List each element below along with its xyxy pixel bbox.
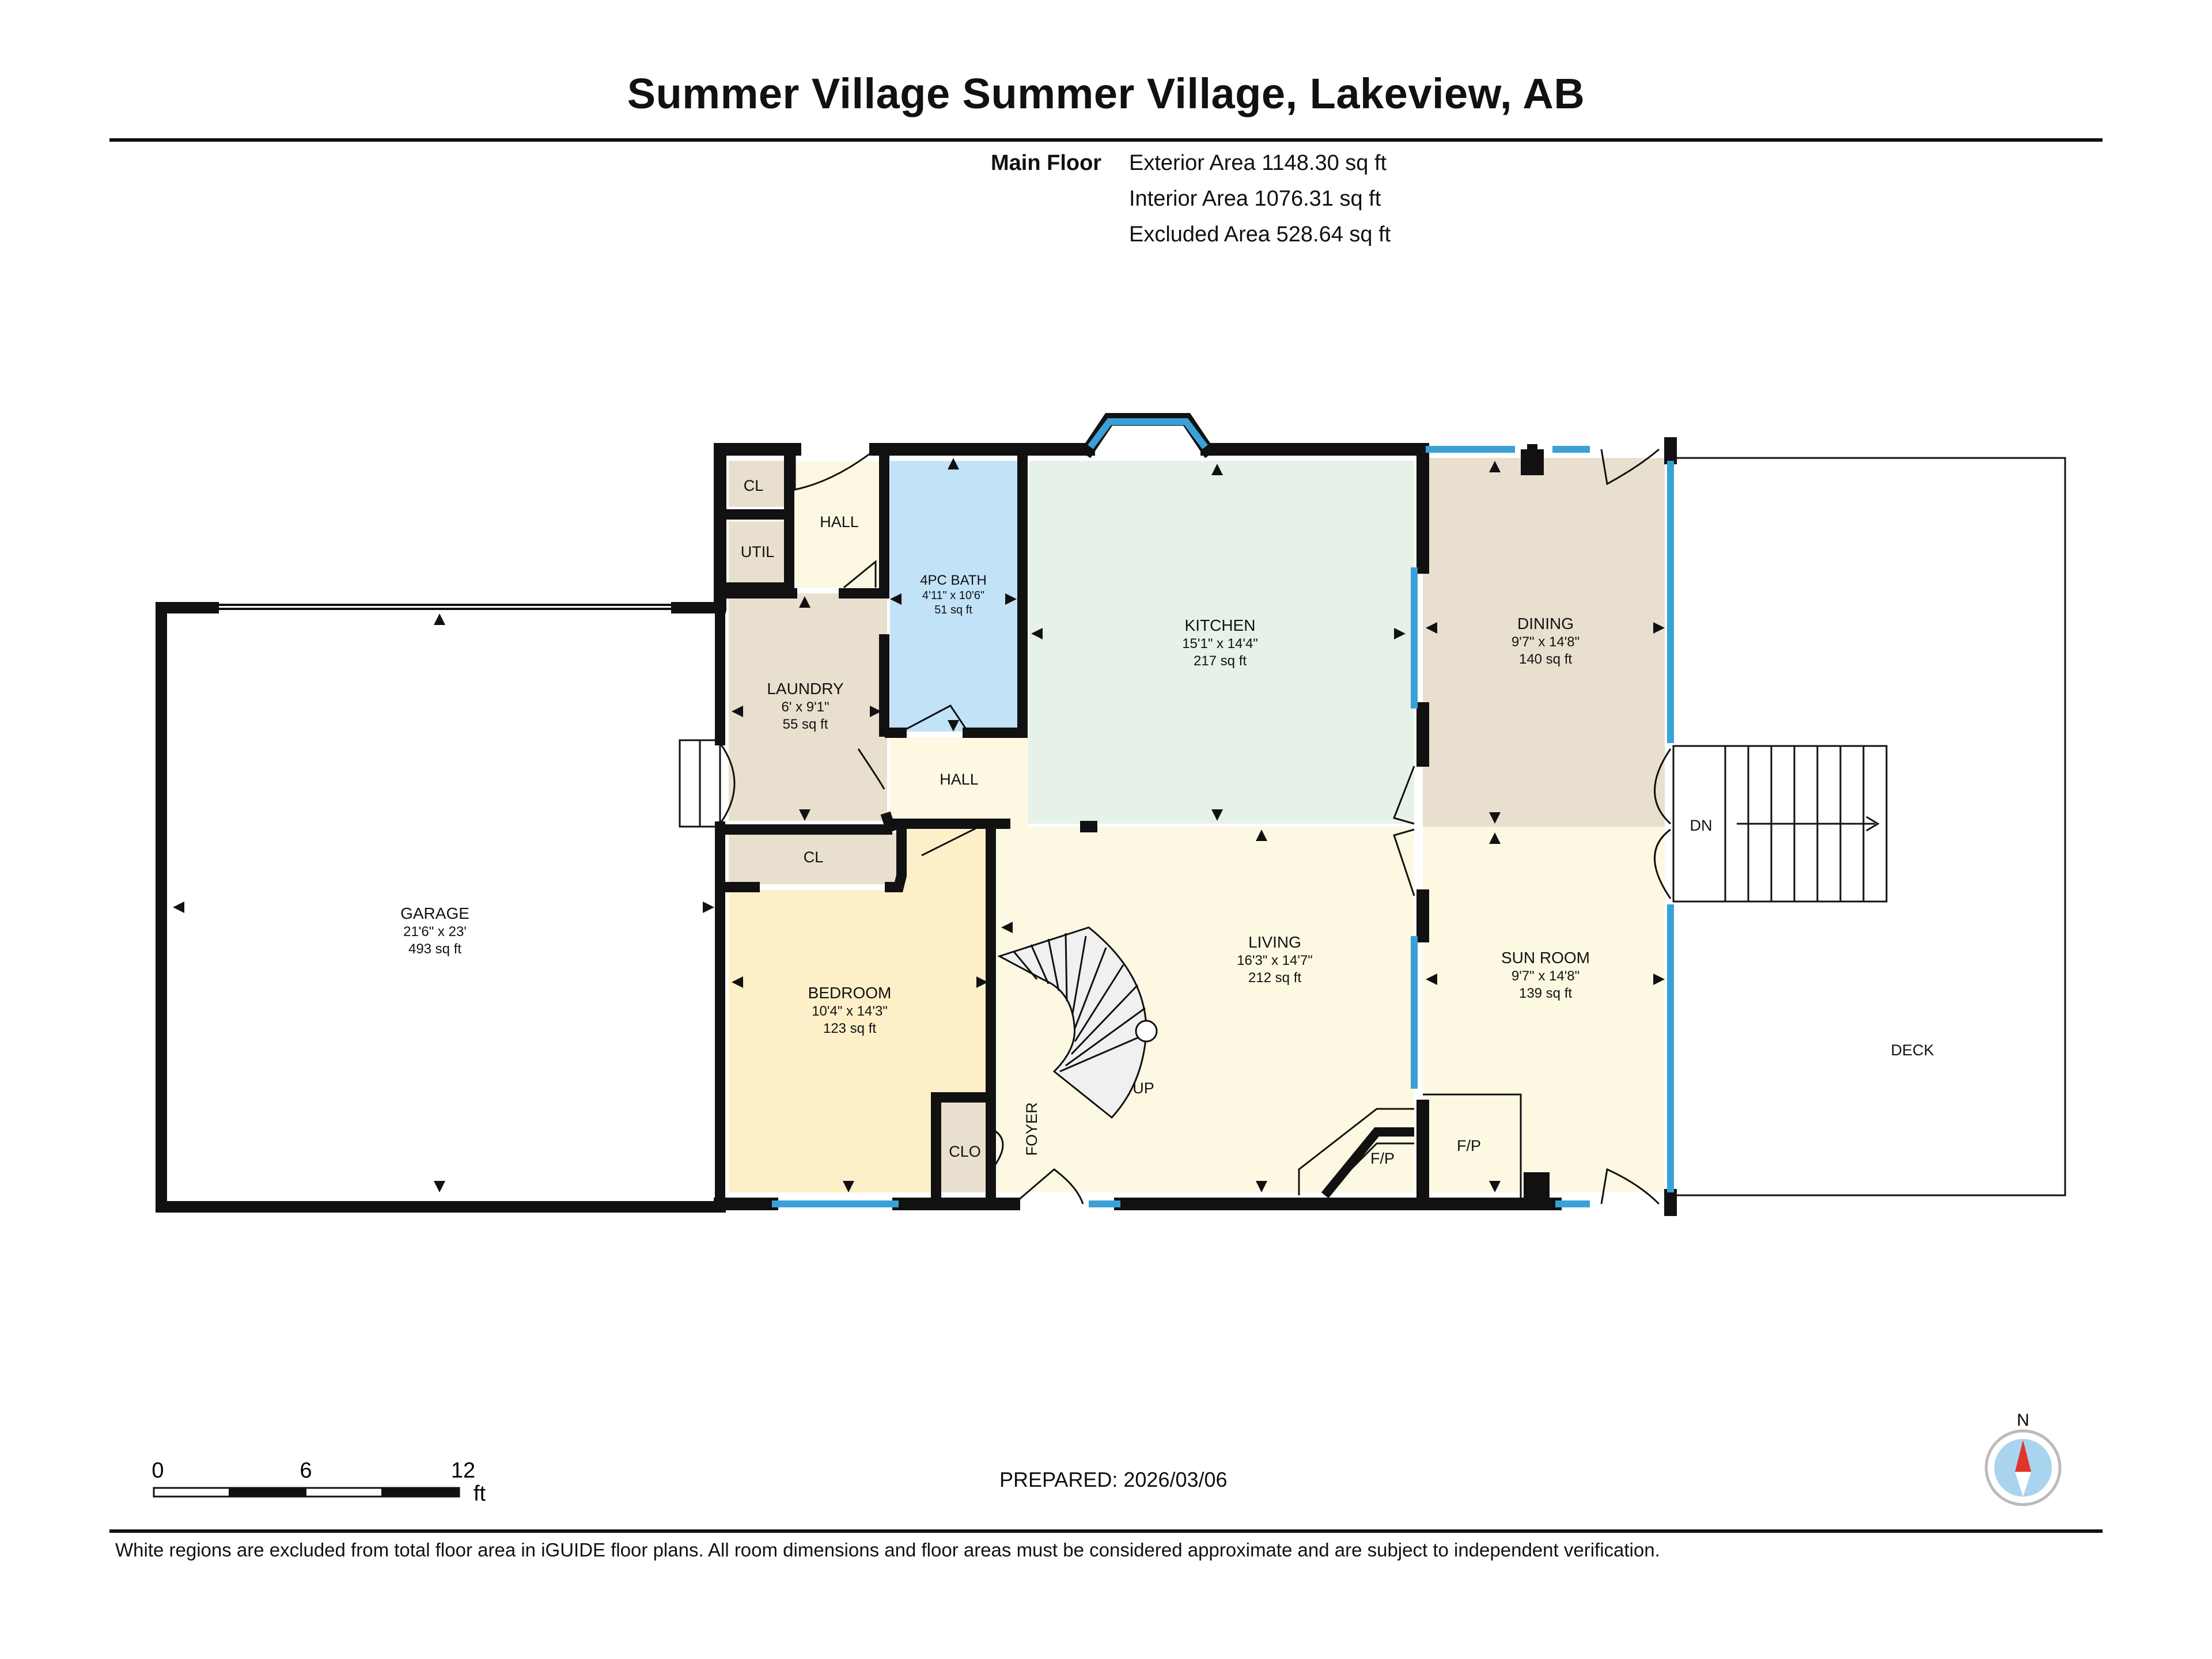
interior-walls: [718, 444, 1537, 1203]
garage-dims: 21'6" x 23': [403, 924, 467, 940]
kitchen-fill: [1028, 461, 1414, 824]
bedroom-area: 123 sq ft: [823, 1021, 876, 1036]
laundry-fill: [729, 593, 887, 821]
deck-label: DECK: [1891, 1041, 1934, 1059]
interior-area: Interior Area 1076.31 sq ft: [1129, 187, 1381, 211]
bedroom-name: BEDROOM: [808, 984, 892, 1002]
doors: [719, 448, 1672, 1205]
bath-area: 51 sq ft: [934, 604, 972, 616]
bedroom-fill: [729, 830, 991, 1192]
compass-icon: N: [1984, 1411, 2062, 1506]
up-label: UP: [1132, 1080, 1154, 1097]
foyer-label: FOYER: [1023, 1102, 1040, 1156]
dining-name: DINING: [1517, 615, 1574, 632]
clo-label: CLO: [949, 1143, 981, 1160]
scale-tick-6: 6: [300, 1459, 312, 1483]
scale-bar: 0 6 12 ft: [151, 1459, 486, 1506]
compass-north-label: N: [2017, 1411, 2029, 1430]
garage-area: 493 sq ft: [408, 941, 461, 957]
hall-mid-fill: [890, 737, 1028, 827]
scale-unit: ft: [474, 1482, 486, 1506]
kitchen-dims: 15'1" x 14'4": [1182, 636, 1258, 652]
wall-details: [1080, 449, 1550, 1198]
cl-top-fill: [729, 461, 786, 507]
hall-top-fill: [794, 461, 883, 588]
plan-title: Summer Village Summer Village, Lakeview,…: [627, 70, 1585, 118]
hall-mid-label: HALL: [940, 771, 979, 788]
fp-sunroom-label: F/P: [1457, 1137, 1481, 1154]
scale-tick-12: 12: [451, 1459, 475, 1483]
dining-fill: [1423, 458, 1665, 827]
cl-bedroom-label: CL: [804, 849, 824, 866]
title-rule: [109, 138, 2103, 142]
fp-living-label: F/P: [1370, 1150, 1395, 1167]
living-name: LIVING: [1248, 933, 1301, 951]
laundry-dims: 6' x 9'1": [781, 699, 829, 715]
fireplaces: [1298, 1093, 1522, 1199]
laundry-area: 55 sq ft: [783, 717, 828, 732]
sunroom-area: 139 sq ft: [1519, 986, 1572, 1001]
scale-tick-0: 0: [151, 1459, 164, 1483]
garage-steps: [679, 739, 721, 828]
windows: [772, 418, 1674, 1207]
kitchen-name: KITCHEN: [1185, 616, 1256, 634]
deck-stairs: [1672, 745, 1888, 903]
clo-fill: [942, 1100, 985, 1192]
hall-top-label: HALL: [820, 513, 859, 531]
excluded-area: Excluded Area 528.64 sq ft: [1129, 222, 1391, 247]
bath-name: 4PC BATH: [920, 573, 987, 588]
garage-name: GARAGE: [400, 904, 469, 922]
bath-fill: [890, 461, 1020, 732]
laundry-name: LAUNDRY: [767, 680, 844, 698]
bedroom-dims: 10'4" x 14'3": [812, 1003, 888, 1019]
cl-top-label: CL: [744, 477, 764, 494]
util-label: UTIL: [741, 543, 775, 560]
dn-label: DN: [1690, 817, 1713, 834]
floor-label: Main Floor: [991, 151, 1102, 175]
cl-bedroom-fill: [729, 832, 902, 884]
dining-dims: 9'7" x 14'8": [1512, 634, 1580, 650]
sunroom-dims: 9'7" x 14'8": [1512, 968, 1580, 984]
dining-area: 140 sq ft: [1519, 652, 1572, 667]
footer-rule: [109, 1529, 2103, 1533]
exterior-area: Exterior Area 1148.30 sq ft: [1129, 151, 1387, 175]
bath-dims: 4'11" x 10'6": [922, 589, 984, 602]
dimension-markers: [173, 458, 1665, 1192]
util-fill: [729, 521, 786, 585]
deck-outline: [1673, 457, 2066, 1196]
footnote: White regions are excluded from total fl…: [115, 1539, 1660, 1560]
stairs-up: [997, 926, 1158, 1119]
prepared-date: PREPARED: 2026/03/06: [999, 1468, 1228, 1491]
living-area: 212 sq ft: [1248, 970, 1301, 986]
living-fill: [997, 827, 1414, 1192]
sunroom-fill: [1423, 827, 1665, 1192]
kitchen-area: 217 sq ft: [1194, 653, 1247, 669]
living-dims: 16'3" x 14'7": [1237, 953, 1313, 968]
sunroom-name: SUN ROOM: [1501, 949, 1590, 967]
